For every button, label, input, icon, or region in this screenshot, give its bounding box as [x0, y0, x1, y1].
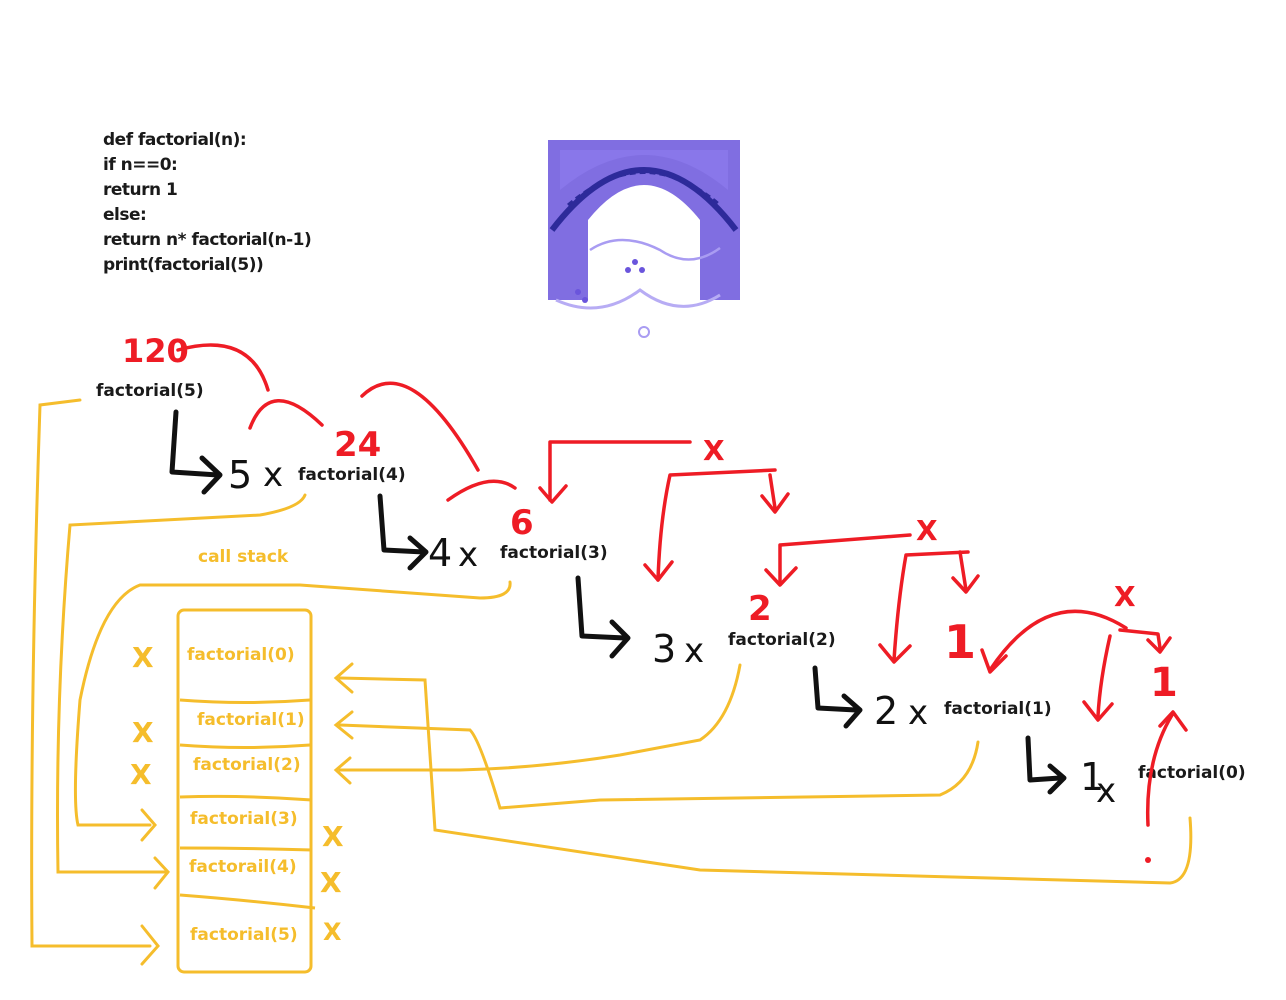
popped-mark: X	[323, 918, 342, 946]
stack-push-lines	[30, 398, 512, 966]
call-arrows	[169, 409, 1067, 795]
cross-mark: X	[703, 434, 725, 467]
code-line: return 1	[103, 180, 178, 200]
code-line: else:	[103, 205, 147, 225]
popped-mark: X	[130, 758, 152, 791]
popped-mark: X	[132, 716, 154, 749]
code-line: return n* factorial(n-1)	[103, 230, 312, 250]
code-snippet: def factorial(n): if n==0: return 1 else…	[103, 128, 312, 278]
code-line: def factorial(n):	[103, 130, 247, 150]
multiply-sign: x	[684, 631, 704, 671]
end-dot	[1145, 857, 1151, 863]
stack-pop-lines	[333, 662, 1193, 885]
university-logo	[548, 136, 740, 338]
multiplier: 5	[228, 453, 252, 497]
stack-frame: factorial(2)	[193, 755, 301, 775]
call-factorial-0: factorial(0)	[1138, 763, 1246, 783]
cross-mark: X	[916, 514, 938, 547]
call-factorial-5: factorial(5)	[96, 381, 204, 401]
return-arcs	[176, 343, 1188, 827]
popped-mark: X	[320, 866, 342, 899]
result-1: 1	[944, 615, 976, 669]
call-factorial-2: factorial(2)	[728, 630, 836, 650]
code-line: if n==0:	[103, 155, 178, 175]
call-factorial-1: factorial(1)	[944, 699, 1052, 719]
stack-frame: factorial(5)	[190, 925, 298, 945]
multiplier: 2	[874, 689, 898, 733]
call-stack-box	[176, 608, 316, 974]
call-stack-title: call stack	[198, 547, 289, 567]
result-120: 120	[122, 332, 189, 370]
multiplier: 3	[652, 627, 676, 671]
multiplier: 4	[428, 531, 452, 575]
stack-frame: factorial(3)	[190, 809, 298, 829]
result-24: 24	[334, 425, 381, 465]
multiply-sign: x	[1096, 771, 1116, 811]
result-2: 2	[748, 589, 772, 629]
popped-mark: X	[322, 820, 344, 853]
multiplier: 1	[1080, 755, 1104, 799]
result-6: 6	[510, 503, 534, 543]
popped-mark: X	[132, 641, 154, 674]
multiply-sign: x	[263, 455, 283, 495]
stack-frame: factorial(1)	[197, 710, 305, 730]
multiply-sign: x	[458, 535, 478, 575]
result-1: 1	[1150, 660, 1178, 706]
multiply-sign: x	[908, 693, 928, 733]
call-factorial-3: factorial(3)	[500, 543, 608, 563]
call-factorial-4: factorial(4)	[298, 465, 406, 485]
stack-frame: factorail(4)	[189, 857, 297, 877]
code-line: print(factorial(5))	[103, 255, 264, 275]
stack-frame: factorial(0)	[187, 645, 295, 665]
cross-mark: X	[1114, 580, 1136, 613]
